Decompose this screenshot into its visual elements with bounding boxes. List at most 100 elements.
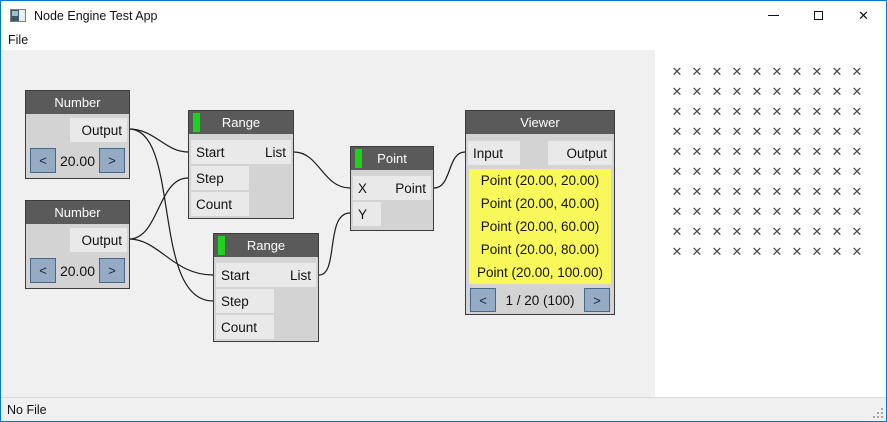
point-marker-icon: ✕ (711, 204, 723, 219)
status-text: No File (7, 402, 47, 417)
point-marker-icon: ✕ (791, 204, 803, 219)
point-marker-icon: ✕ (671, 104, 683, 119)
node-point-title-label: Point (377, 151, 407, 166)
node-range-2-count-port[interactable]: Count (216, 315, 274, 339)
point-marker-icon: ✕ (771, 124, 783, 139)
point-marker-icon: ✕ (831, 164, 843, 179)
viewer-point-entry: Point (20.00, 60.00) (480, 219, 600, 234)
run-indicator (193, 113, 200, 132)
close-button[interactable]: ✕ (841, 1, 886, 30)
menu-file[interactable]: File (1, 32, 35, 49)
point-marker-icon: ✕ (851, 224, 863, 239)
point-marker-icon: ✕ (851, 84, 863, 99)
wire-range2-to-point-y (318, 212, 351, 276)
point-marker-icon: ✕ (791, 224, 803, 239)
node-range-1[interactable]: Range Start Step Count List (188, 110, 294, 219)
node-number-1-decrement-button[interactable]: < (30, 148, 56, 173)
node-range-2-title-label: Range (246, 238, 286, 253)
point-marker-icon: ✕ (691, 224, 703, 239)
minimize-button[interactable] (751, 1, 796, 30)
point-marker-icon: ✕ (671, 64, 683, 79)
point-marker-icon: ✕ (751, 84, 763, 99)
point-marker-icon: ✕ (731, 144, 743, 159)
point-marker-icon: ✕ (731, 224, 743, 239)
viewer-pager: < 1 / 20 (100) > (470, 288, 610, 312)
point-marker-icon: ✕ (711, 244, 723, 259)
point-marker-icon: ✕ (771, 184, 783, 199)
node-number-2-output-port[interactable]: Output (70, 228, 127, 252)
viewer-point-list: Point (20.00, 20.00)Point (20.00, 40.00)… (469, 169, 611, 284)
node-number-2[interactable]: Number Output < 20.00 > (25, 200, 130, 289)
point-marker-icon: ✕ (691, 84, 703, 99)
viewer-prev-page-button[interactable]: < (470, 288, 496, 312)
point-marker-icon: ✕ (831, 104, 843, 119)
point-marker-icon: ✕ (851, 144, 863, 159)
point-marker-icon: ✕ (691, 164, 703, 179)
node-range-2-list-port[interactable]: List (268, 263, 316, 287)
node-number-2-decrement-button[interactable]: < (30, 258, 56, 283)
node-viewer-input-port[interactable]: Input (468, 141, 520, 165)
point-marker-icon: ✕ (851, 244, 863, 259)
point-marker-icon: ✕ (831, 144, 843, 159)
node-number-1[interactable]: Number Output < 20.00 > (25, 90, 130, 179)
point-marker-icon: ✕ (671, 184, 683, 199)
node-range-2-start-port[interactable]: Start (216, 263, 274, 287)
node-range-1-list-port[interactable]: List (243, 140, 291, 164)
node-point[interactable]: Point X Y Point (350, 146, 434, 231)
wire-number2-to-range2-start (128, 238, 214, 276)
viewer-point-entry: Point (20.00, 20.00) (480, 173, 600, 188)
point-marker-icon: ✕ (791, 64, 803, 79)
point-marker-icon: ✕ (751, 184, 763, 199)
point-marker-icon: ✕ (691, 124, 703, 139)
point-marker-icon: ✕ (791, 184, 803, 199)
point-marker-icon: ✕ (771, 64, 783, 79)
node-number-1-increment-button[interactable]: > (98, 148, 125, 173)
node-editor-canvas[interactable]: Number Output < 20.00 > Number Output < … (1, 50, 886, 397)
point-marker-icon: ✕ (791, 124, 803, 139)
viewer-next-page-button[interactable]: > (583, 288, 610, 312)
point-marker-icon: ✕ (691, 104, 703, 119)
window-title: Node Engine Test App (34, 8, 158, 23)
point-marker-icon: ✕ (731, 84, 743, 99)
node-range-1-title: Range (189, 111, 293, 134)
point-marker-icon: ✕ (771, 244, 783, 259)
window-titlebar[interactable]: Node Engine Test App ✕ (1, 1, 886, 30)
point-marker-icon: ✕ (731, 104, 743, 119)
point-marker-icon: ✕ (811, 84, 823, 99)
point-marker-grid: ✕ ✕ ✕ ✕ ✕ ✕ ✕ ✕ ✕ ✕ ✕ ✕ ✕ ✕ ✕ ✕ ✕ ✕ ✕ ✕ ✕ ✕ ✕ ✕ ✕ ✕ ✕ ✕ ✕ ✕ ✕ ✕ ✕ ✕ ✕ ✕ ✕ ✕ ✕ ✕… (667, 62, 867, 262)
point-marker-icon: ✕ (731, 64, 743, 79)
menu-file-label: File (8, 32, 29, 47)
point-marker-icon: ✕ (831, 84, 843, 99)
point-marker-icon: ✕ (831, 204, 843, 219)
node-point-title: Point (351, 147, 433, 170)
node-range-2[interactable]: Range Start Step Count List (213, 233, 319, 342)
minimize-icon (768, 15, 779, 16)
point-marker-icon: ✕ (811, 184, 823, 199)
node-range-2-step-port[interactable]: Step (216, 289, 274, 313)
node-number-2-increment-button[interactable]: > (98, 258, 125, 283)
node-number-1-output-port[interactable]: Output (70, 118, 127, 142)
point-marker-icon: ✕ (671, 144, 683, 159)
node-range-1-start-port[interactable]: Start (191, 140, 249, 164)
status-bar: No File (1, 397, 886, 421)
node-point-output-port[interactable]: Point (379, 176, 431, 200)
node-range-1-title-label: Range (221, 115, 261, 130)
point-marker-icon: ✕ (831, 244, 843, 259)
maximize-button[interactable] (796, 1, 841, 30)
node-viewer[interactable]: Viewer Input Output Point (20.00, 20.00)… (465, 110, 615, 315)
point-marker-icon: ✕ (771, 84, 783, 99)
point-marker-icon: ✕ (811, 244, 823, 259)
node-range-1-count-port[interactable]: Count (191, 192, 249, 216)
run-indicator (218, 236, 225, 255)
point-marker-icon: ✕ (711, 224, 723, 239)
point-marker-icon: ✕ (671, 124, 683, 139)
resize-grip[interactable] (871, 406, 884, 419)
node-viewer-output-port[interactable]: Output (548, 141, 612, 165)
point-marker-icon: ✕ (711, 124, 723, 139)
point-marker-icon: ✕ (731, 184, 743, 199)
point-marker-icon: ✕ (671, 204, 683, 219)
node-point-x-port[interactable]: X (353, 176, 381, 200)
viewer-point-entry: Point (20.00, 100.00) (476, 265, 604, 280)
node-point-y-port[interactable]: Y (353, 202, 381, 226)
node-range-1-step-port[interactable]: Step (191, 166, 249, 190)
